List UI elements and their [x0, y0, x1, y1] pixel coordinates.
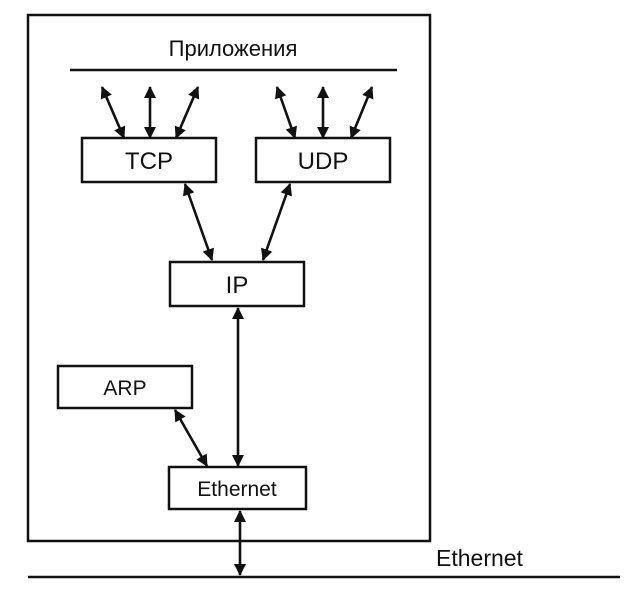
udp-label: UDP: [298, 148, 349, 175]
arp-box: [56, 364, 194, 410]
tcp-ip-arrow: [183, 183, 214, 261]
applications-label: Приложения: [169, 36, 298, 61]
udp-app-arrow-left: [275, 86, 297, 139]
ethernet-box-label: Ethernet: [197, 478, 277, 501]
host-frame: [26, 13, 432, 543]
ethernet-network-label: Ethernet: [436, 545, 524, 571]
tcp-app-arrow-right: [174, 86, 200, 139]
arp-ethernet-arrow: [173, 409, 209, 467]
udp-app-arrow-right: [349, 86, 374, 139]
tcp-app-arrow-left: [100, 86, 126, 139]
udp-ip-arrow: [261, 183, 292, 261]
tcp-label: TCP: [125, 148, 173, 175]
udp-box: [254, 136, 392, 184]
ethernet-box: [167, 465, 308, 511]
tcp-box: [80, 136, 218, 184]
ip-label: IP: [226, 272, 249, 299]
arp-label: ARP: [103, 377, 146, 400]
ip-box: [168, 260, 306, 308]
